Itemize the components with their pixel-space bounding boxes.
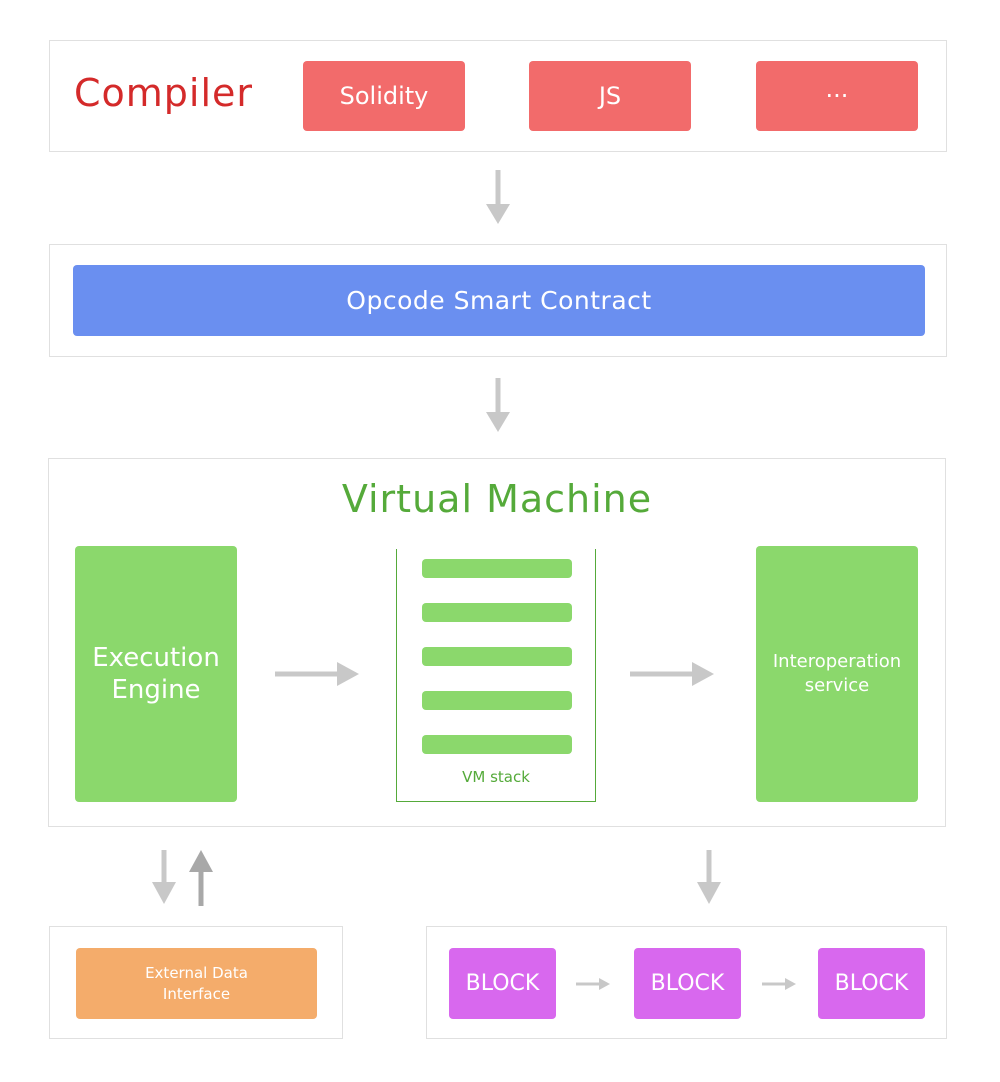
execution-engine-line-1: Execution <box>92 643 220 673</box>
arrow-down-opcode-to-vm <box>486 378 510 432</box>
stack-slot <box>422 735 572 754</box>
arrow-down-vm-to-external <box>152 850 176 904</box>
virtual-machine-title: Virtual Machine <box>341 477 653 521</box>
interoperation-line-1: Interoperation <box>772 651 902 672</box>
external-data-panel: External Data Interface <box>49 926 343 1039</box>
more-languages-box: ··· <box>756 61 918 131</box>
execution-engine-box: Execution Engine <box>75 546 237 802</box>
arrow-right-block-2-to-3 <box>762 978 796 990</box>
blockchain-panel: BLOCK BLOCK BLOCK <box>426 926 947 1039</box>
external-data-interface-box: External Data Interface <box>76 948 317 1019</box>
compiler-title: Compiler <box>74 71 254 115</box>
interoperation-line-2: service <box>804 675 870 696</box>
arrow-right-stack-to-interop <box>630 662 714 686</box>
block-box: BLOCK <box>818 948 925 1019</box>
arrow-down-compiler-to-opcode <box>486 170 510 224</box>
vm-stack: VM stack <box>396 549 596 802</box>
compiler-panel: Compiler Solidity JS ··· <box>49 40 947 152</box>
arrow-right-engine-to-stack <box>275 662 359 686</box>
block-box: BLOCK <box>449 948 556 1019</box>
arrow-down-interop-to-blocks <box>697 850 721 904</box>
interoperation-service-box: Interoperation service <box>756 546 918 802</box>
external-data-line-1: External Data <box>145 963 248 982</box>
execution-engine-line-2: Engine <box>111 675 201 705</box>
opcode-panel: Opcode Smart Contract <box>49 244 947 357</box>
stack-slot <box>422 691 572 710</box>
stack-slot <box>422 603 572 622</box>
arrow-up-external-to-vm <box>189 850 213 906</box>
stack-slot <box>422 559 572 578</box>
solidity-box: Solidity <box>303 61 465 131</box>
opcode-smart-contract-box: Opcode Smart Contract <box>73 265 925 336</box>
arrow-right-block-1-to-2 <box>576 978 610 990</box>
stack-slot <box>422 647 572 666</box>
js-box: JS <box>529 61 691 131</box>
virtual-machine-panel: Virtual Machine Execution Engine VM stac… <box>48 458 946 827</box>
block-box: BLOCK <box>634 948 741 1019</box>
external-data-line-2: Interface <box>162 984 231 1003</box>
vm-stack-label: VM stack <box>462 768 530 786</box>
